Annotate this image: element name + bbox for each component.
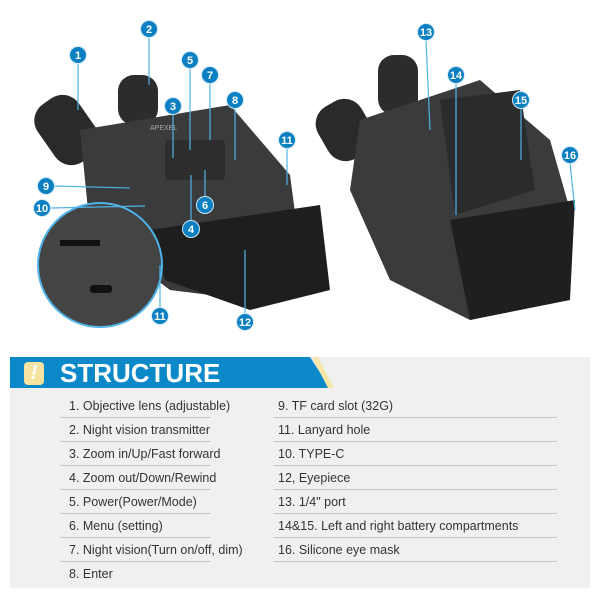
callout-6: 6 xyxy=(196,196,214,214)
callout-9: 9 xyxy=(37,177,55,195)
callout-2: 2 xyxy=(140,20,158,38)
binoculars-back-view xyxy=(315,55,575,320)
list-item: 1. Objective lens (adjustable) xyxy=(60,394,230,418)
leader-lines xyxy=(50,38,576,313)
parts-list-right: 9. TF card slot (32G) 11. Lanyard hole 1… xyxy=(274,394,557,562)
section-title: STRUCTURE xyxy=(60,358,221,388)
callout-13: 13 xyxy=(417,23,435,41)
list-item: 12, Eyepiece xyxy=(274,466,557,490)
callout-14: 14 xyxy=(447,66,465,84)
callout-4: 4 xyxy=(182,220,200,238)
callout-15: 15 xyxy=(512,91,530,109)
list-item: 10. TYPE-C xyxy=(274,442,557,466)
list-item: 2. Night vision transmitter xyxy=(60,418,211,442)
list-item: 8. Enter xyxy=(69,567,113,581)
callout-7: 7 xyxy=(201,66,219,84)
list-item: 16. Silicone eye mask xyxy=(274,538,557,562)
callout-8: 8 xyxy=(226,91,244,109)
list-item: 13. 1/4" port xyxy=(274,490,557,514)
callout-5: 5 xyxy=(181,51,199,69)
list-item: 11. Lanyard hole xyxy=(274,418,557,442)
callout-10: 10 xyxy=(33,199,51,217)
list-item: 9. TF card slot (32G) xyxy=(274,394,557,418)
callout-11-bottom: 11 xyxy=(151,307,169,325)
callout-1: 1 xyxy=(69,46,87,64)
list-item: 3. Zoom in/Up/Fast forward xyxy=(60,442,220,466)
callout-11-top: 11 xyxy=(278,131,296,149)
list-item: 7. Night vision(Turn on/off, dim) xyxy=(60,538,243,562)
list-item: 6. Menu (setting) xyxy=(60,514,211,538)
callout-12: 12 xyxy=(236,313,254,331)
structure-banner xyxy=(10,357,330,388)
brand-logo: APEXEL xyxy=(150,125,177,132)
exclamation-icon: ! xyxy=(24,362,44,385)
product-illustration: APEXEL xyxy=(34,38,576,328)
list-item: 4. Zoom out/Down/Rewind xyxy=(60,466,216,490)
list-item: 14&15. Left and right battery compartmen… xyxy=(274,514,557,538)
parts-list-left: 1. Objective lens (adjustable) 2. Night … xyxy=(60,394,243,586)
callout-16: 16 xyxy=(561,146,579,164)
structure-panel xyxy=(10,357,590,588)
callout-3: 3 xyxy=(164,97,182,115)
list-item: 5. Power(Power/Mode) xyxy=(60,490,211,514)
